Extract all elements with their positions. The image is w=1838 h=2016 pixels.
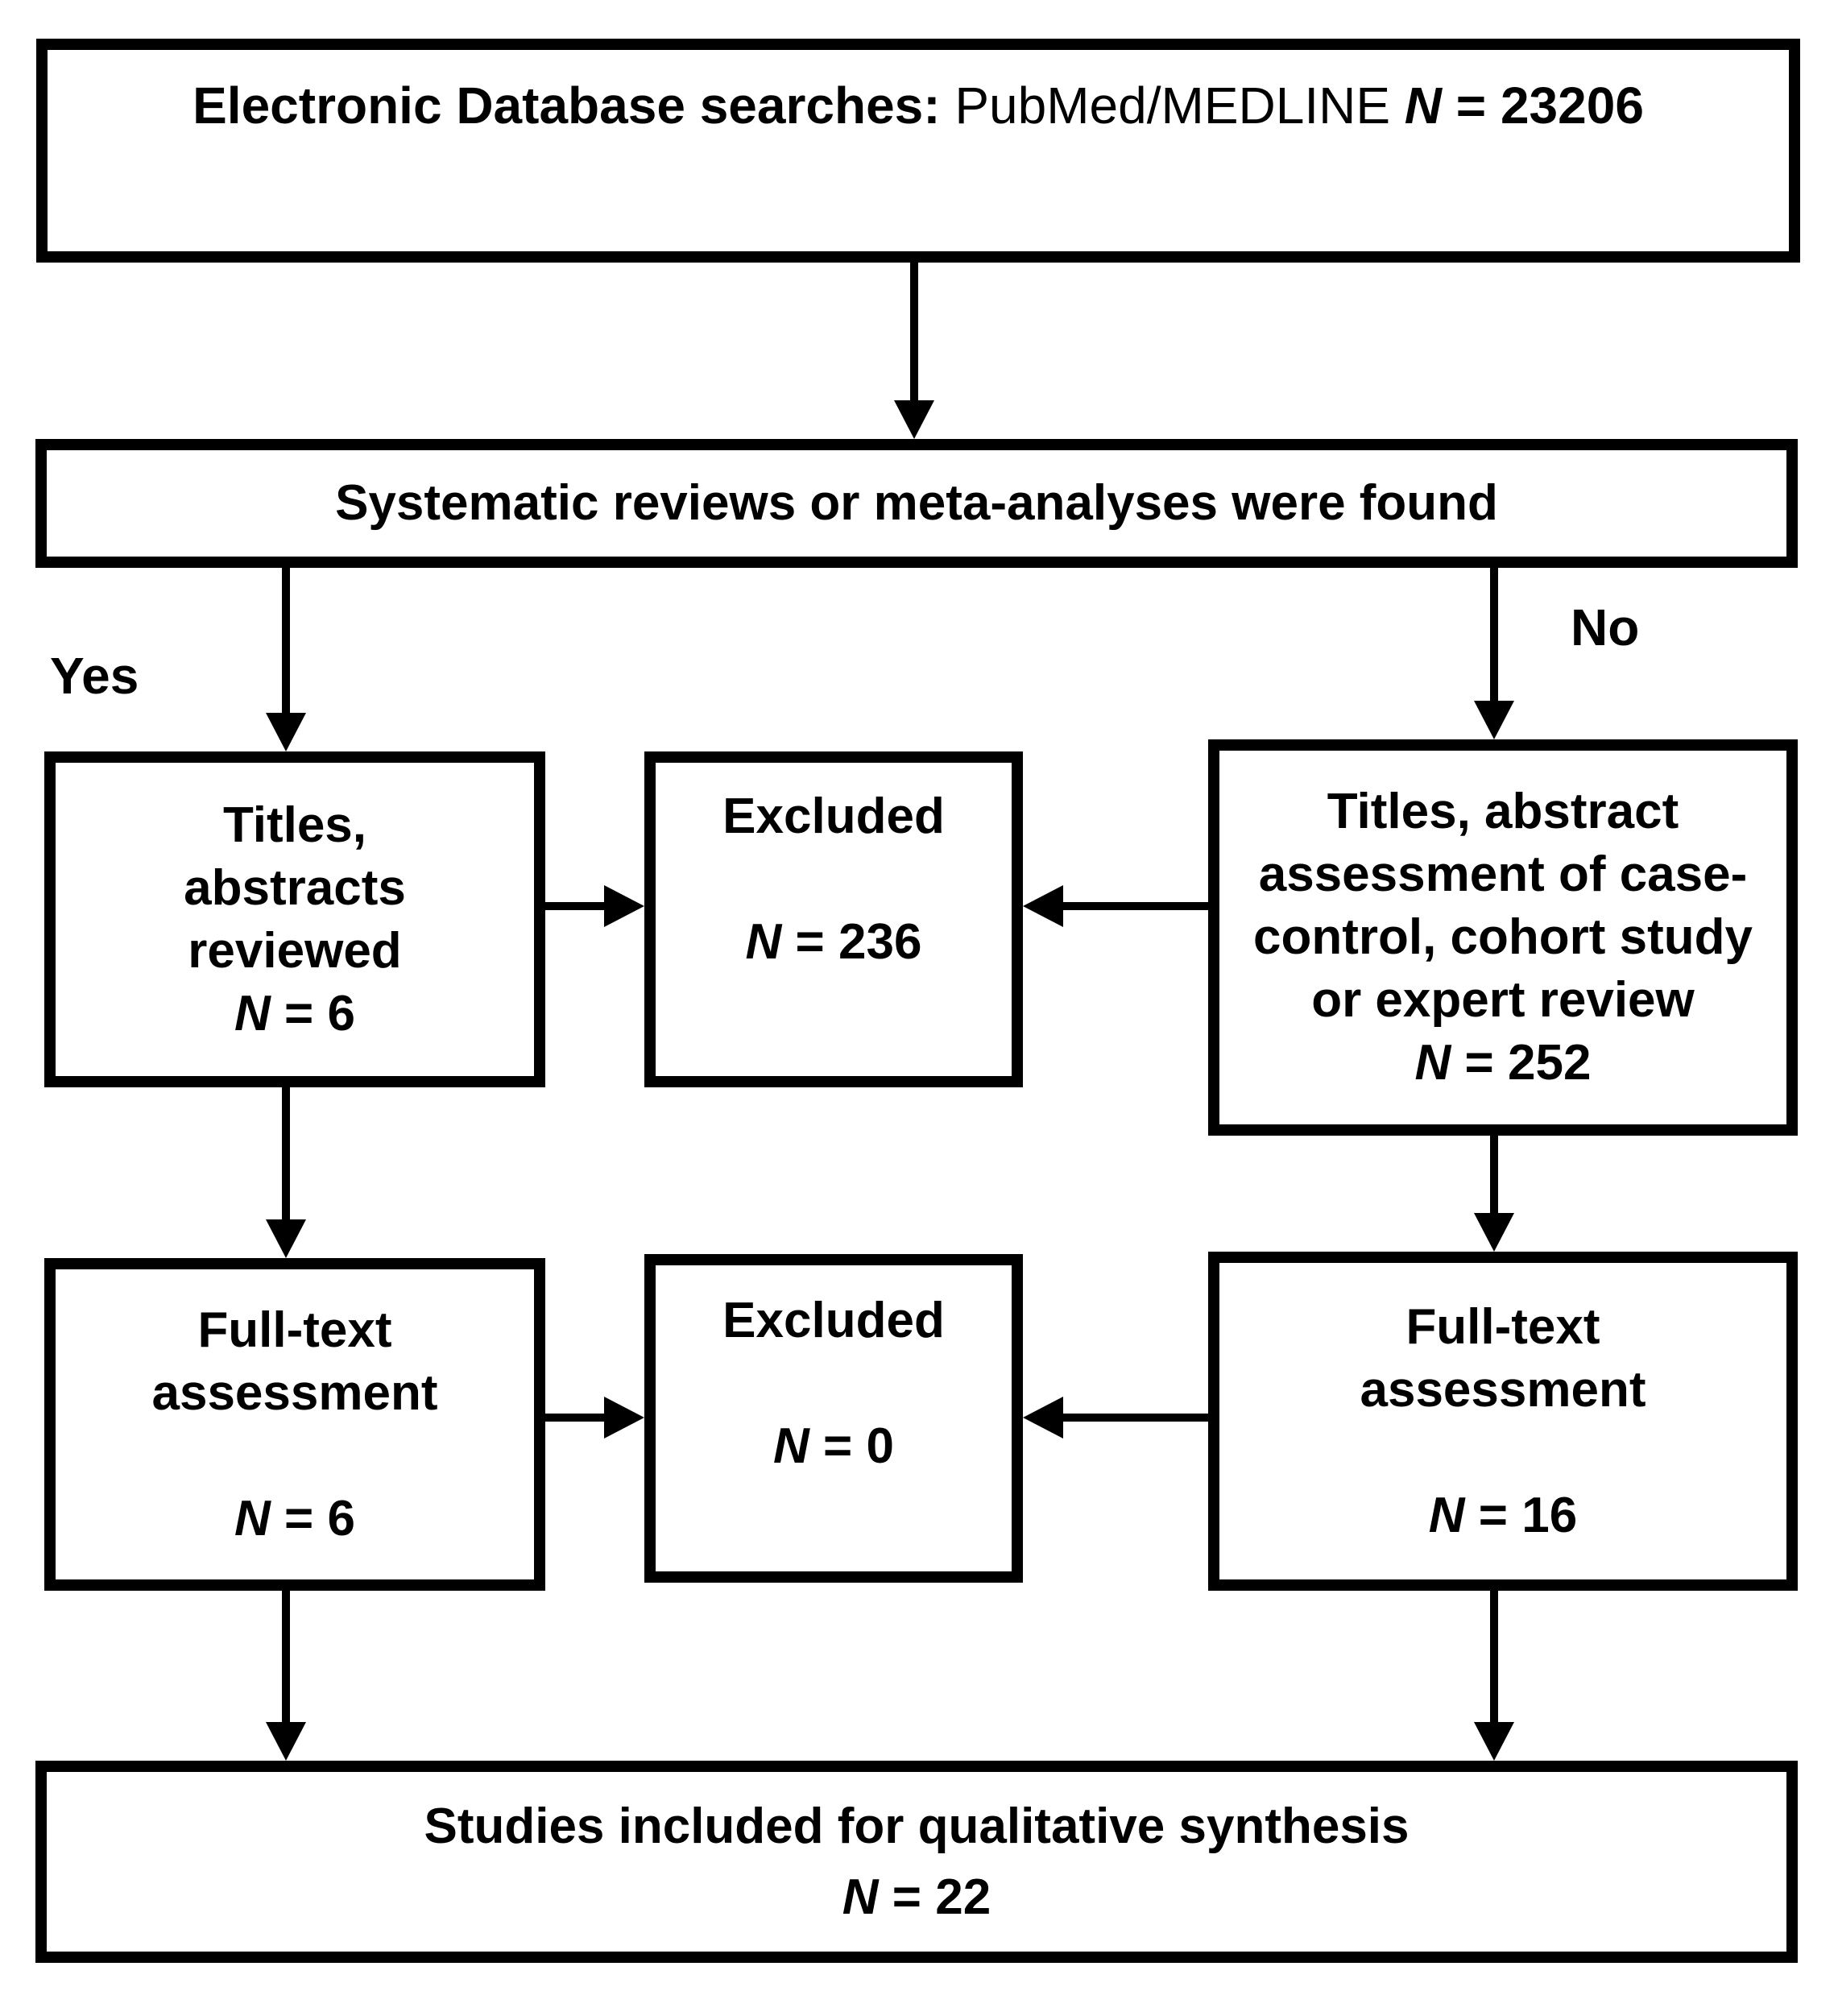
arrow-titles-to-fulltext-left-head-icon [266, 1219, 306, 1258]
arrow-titles-to-excluded1-line [545, 902, 608, 910]
decision-box-text: Systematic reviews or meta-analyses were… [335, 475, 1498, 531]
case-control-line: or expert review [1311, 972, 1695, 1028]
titles-abstracts-line: reviewed [188, 922, 402, 979]
excluded-2-title: Excluded [722, 1293, 945, 1348]
fulltext-left-line: Full-text [197, 1302, 392, 1358]
arrow-fulltext-right-to-included-head-icon [1474, 1722, 1514, 1761]
arrow-fulltext-left-to-included-line [282, 1591, 290, 1724]
case-control-line: assessment of case- [1258, 847, 1748, 902]
fulltext-right-n-value: = 16 [1464, 1487, 1578, 1543]
arrow-titles-to-excluded1-head-icon [604, 885, 644, 927]
fulltext-left-count: N = 6 [56, 1488, 534, 1550]
excluded-box-2: Excluded N = 0 [644, 1254, 1023, 1583]
arrow-casecontrol-to-excluded1-head-icon [1023, 885, 1063, 927]
excluded-1-count: N = 236 [656, 911, 1012, 974]
fulltext-left-n-value: = 6 [270, 1490, 355, 1546]
database-search-bold-text: Electronic Database searches: [192, 77, 941, 135]
arrow-casecontrol-to-fulltext-right-line [1490, 1136, 1498, 1216]
included-studies-n-value: = 22 [878, 1869, 991, 1925]
database-search-box: Electronic Database searches: PubMed/MED… [36, 39, 1800, 263]
decision-box: Systematic reviews or meta-analyses were… [35, 439, 1798, 568]
fulltext-left-line: assessment [151, 1364, 438, 1421]
arrow-no-branch-line [1490, 568, 1498, 703]
no-branch-label: No [1571, 598, 1640, 656]
yes-branch-label: Yes [50, 647, 139, 705]
titles-abstracts-n: N [234, 985, 271, 1041]
arrow-yes-branch-line [282, 568, 290, 714]
arrow-titles-to-fulltext-left-line [282, 1087, 290, 1223]
fulltext-right-n: N [1428, 1487, 1465, 1543]
excluded-1-title: Excluded [722, 789, 945, 844]
arrow-search-to-decision-line [910, 263, 918, 404]
database-search-text: Electronic Database searches: PubMed/MED… [48, 74, 1789, 137]
arrow-fulltext-right-to-excluded2-head-icon [1023, 1397, 1063, 1439]
case-control-n-value: = 252 [1451, 1035, 1592, 1091]
fulltext-right-box: Full-text assessment N = 16 [1208, 1252, 1798, 1591]
case-control-box: Titles, abstract assessment of case- con… [1208, 739, 1798, 1136]
arrow-fulltext-right-to-excluded2-line [1062, 1414, 1208, 1422]
arrow-search-to-decision-head-icon [894, 400, 934, 439]
included-studies-count: N = 22 [47, 1862, 1786, 1933]
excluded-1-n: N [745, 914, 782, 970]
arrow-yes-branch-head-icon [266, 713, 306, 751]
fulltext-left-n: N [234, 1490, 271, 1546]
excluded-2-n: N [773, 1418, 809, 1474]
fulltext-left-box: Full-text assessment N = 6 [44, 1258, 545, 1591]
case-control-n: N [1414, 1035, 1451, 1091]
fulltext-right-line: Full-text [1405, 1298, 1600, 1355]
included-studies-n: N [842, 1869, 879, 1925]
case-control-line: Titles, abstract [1327, 784, 1679, 839]
arrow-casecontrol-to-excluded1-line [1062, 902, 1208, 910]
arrow-fulltext-left-to-excluded2-line [545, 1414, 608, 1422]
titles-abstracts-line: abstracts [184, 859, 406, 916]
included-studies-box: Studies included for qualitative synthes… [35, 1761, 1798, 1963]
database-search-n: N [1404, 77, 1442, 135]
excluded-2-count: N = 0 [656, 1415, 1012, 1478]
fulltext-right-count: N = 16 [1219, 1484, 1786, 1547]
database-search-plain-text: PubMed/MEDLINE [940, 77, 1405, 135]
excluded-1-n-value: = 236 [781, 914, 922, 970]
included-studies-title: Studies included for qualitative synthes… [424, 1798, 1410, 1854]
arrow-casecontrol-to-fulltext-right-head-icon [1474, 1213, 1514, 1252]
case-control-line: control, cohort study [1253, 909, 1753, 965]
database-search-n-value: = 23206 [1442, 77, 1644, 135]
titles-abstracts-count: N = 6 [56, 983, 534, 1045]
fulltext-right-line: assessment [1360, 1361, 1646, 1418]
arrow-fulltext-left-to-included-head-icon [266, 1722, 306, 1761]
excluded-box-1: Excluded N = 236 [644, 751, 1023, 1087]
arrow-fulltext-left-to-excluded2-head-icon [604, 1397, 644, 1439]
arrow-fulltext-right-to-included-line [1490, 1591, 1498, 1724]
case-control-count: N = 252 [1219, 1032, 1786, 1095]
titles-abstracts-line: Titles, [222, 797, 367, 853]
titles-abstracts-n-value: = 6 [270, 985, 355, 1041]
titles-abstracts-box: Titles, abstracts reviewed N = 6 [44, 751, 545, 1087]
excluded-2-n-value: = 0 [809, 1418, 894, 1474]
arrow-no-branch-head-icon [1474, 701, 1514, 739]
